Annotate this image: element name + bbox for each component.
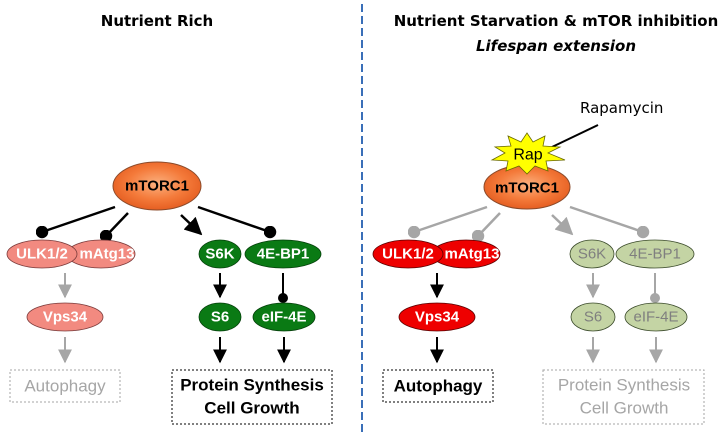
rapamycin-label: Rapamycin [580,99,663,117]
ulk-label: ULK1/2 [16,246,68,263]
eif4e-node [252,302,316,332]
edge-mtorc1-inhibits-ulk [35,205,116,239]
vps34-node [26,302,104,332]
autophagy-outcome-box-active [382,369,494,403]
s6k-node-inactive [569,239,615,269]
edge-mtorc1-activates-s6k [180,214,203,236]
edge-mtorc1-inhibits-ulk-inactive [407,205,488,239]
edge-mtorc1-activates-s6k-inactive [551,214,574,236]
s6-node-inactive [570,302,616,332]
rapamycin-starburst-icon [490,132,566,175]
vps34-label-active: Vps34 [415,309,460,326]
edge-mtorc1-inhibits-matg13 [99,212,129,243]
left-panel-title: Nutrient Rich [101,12,213,30]
matg13-label-active: mAtg13 [444,246,499,263]
mtorc1-label: mTORC1 [125,178,189,195]
s6-node [198,302,242,332]
s6-label: S6 [211,309,229,326]
4ebp1-label-inactive: 4E-BP1 [629,246,681,263]
s6k-label: S6K [205,246,234,263]
ulk-node [6,239,78,269]
protein-synthesis-label-inactive: Protein Synthesis [558,376,690,395]
s6k-label-inactive: S6K [578,246,606,263]
cell-growth-label-inactive: Cell Growth [580,399,669,418]
right-panel-title: Nutrient Starvation & mTOR inhibition [394,12,719,30]
edge-mtorc1-inhibits-4ebp1 [197,205,277,239]
ulk-label-active: ULK1/2 [382,246,434,263]
eif4e-node-inactive [624,302,688,332]
edge-mtorc1-inhibits-matg13-inactive [471,212,501,243]
cell-growth-label: Cell Growth [204,399,299,418]
ulk-node-active [372,239,444,269]
rap-badge-label: Rap [513,147,542,164]
mtorc1-node [112,161,202,211]
autophagy-outcome-label-active: Autophagy [394,377,483,396]
autophagy-outcome-label: Autophagy [24,377,106,396]
matg13-label: mAtg13 [79,246,134,263]
protein-synthesis-label: Protein Synthesis [180,376,324,395]
eif4e-label: eIF-4E [261,309,306,326]
autophagy-outcome-box [9,369,121,403]
right-panel-subtitle: Lifespan extension [476,37,636,55]
4ebp1-node [244,239,322,269]
protein-synthesis-outcome-box-inactive [542,369,705,425]
4ebp1-node-inactive [615,239,695,269]
rapamycin-pointer-line [551,124,599,148]
vps34-node-active [398,302,476,332]
edge-mtorc1-inhibits-4ebp1-inactive [569,205,650,239]
mtorc1-label-inhibited: mTORC1 [495,180,559,197]
s6-label-inactive: S6 [584,309,602,326]
s6k-node [198,239,242,269]
left-panel: Nutrient Rich mTORC1 mAtg13 ULK1/2 Vps34… [6,12,333,425]
vps34-label: Vps34 [43,309,88,326]
protein-synthesis-outcome-box [171,369,333,425]
4ebp1-label: 4E-BP1 [257,246,310,263]
eif4e-label-inactive: eIF-4E [633,309,678,326]
right-panel: Nutrient Starvation & mTOR inhibition Li… [372,12,719,425]
